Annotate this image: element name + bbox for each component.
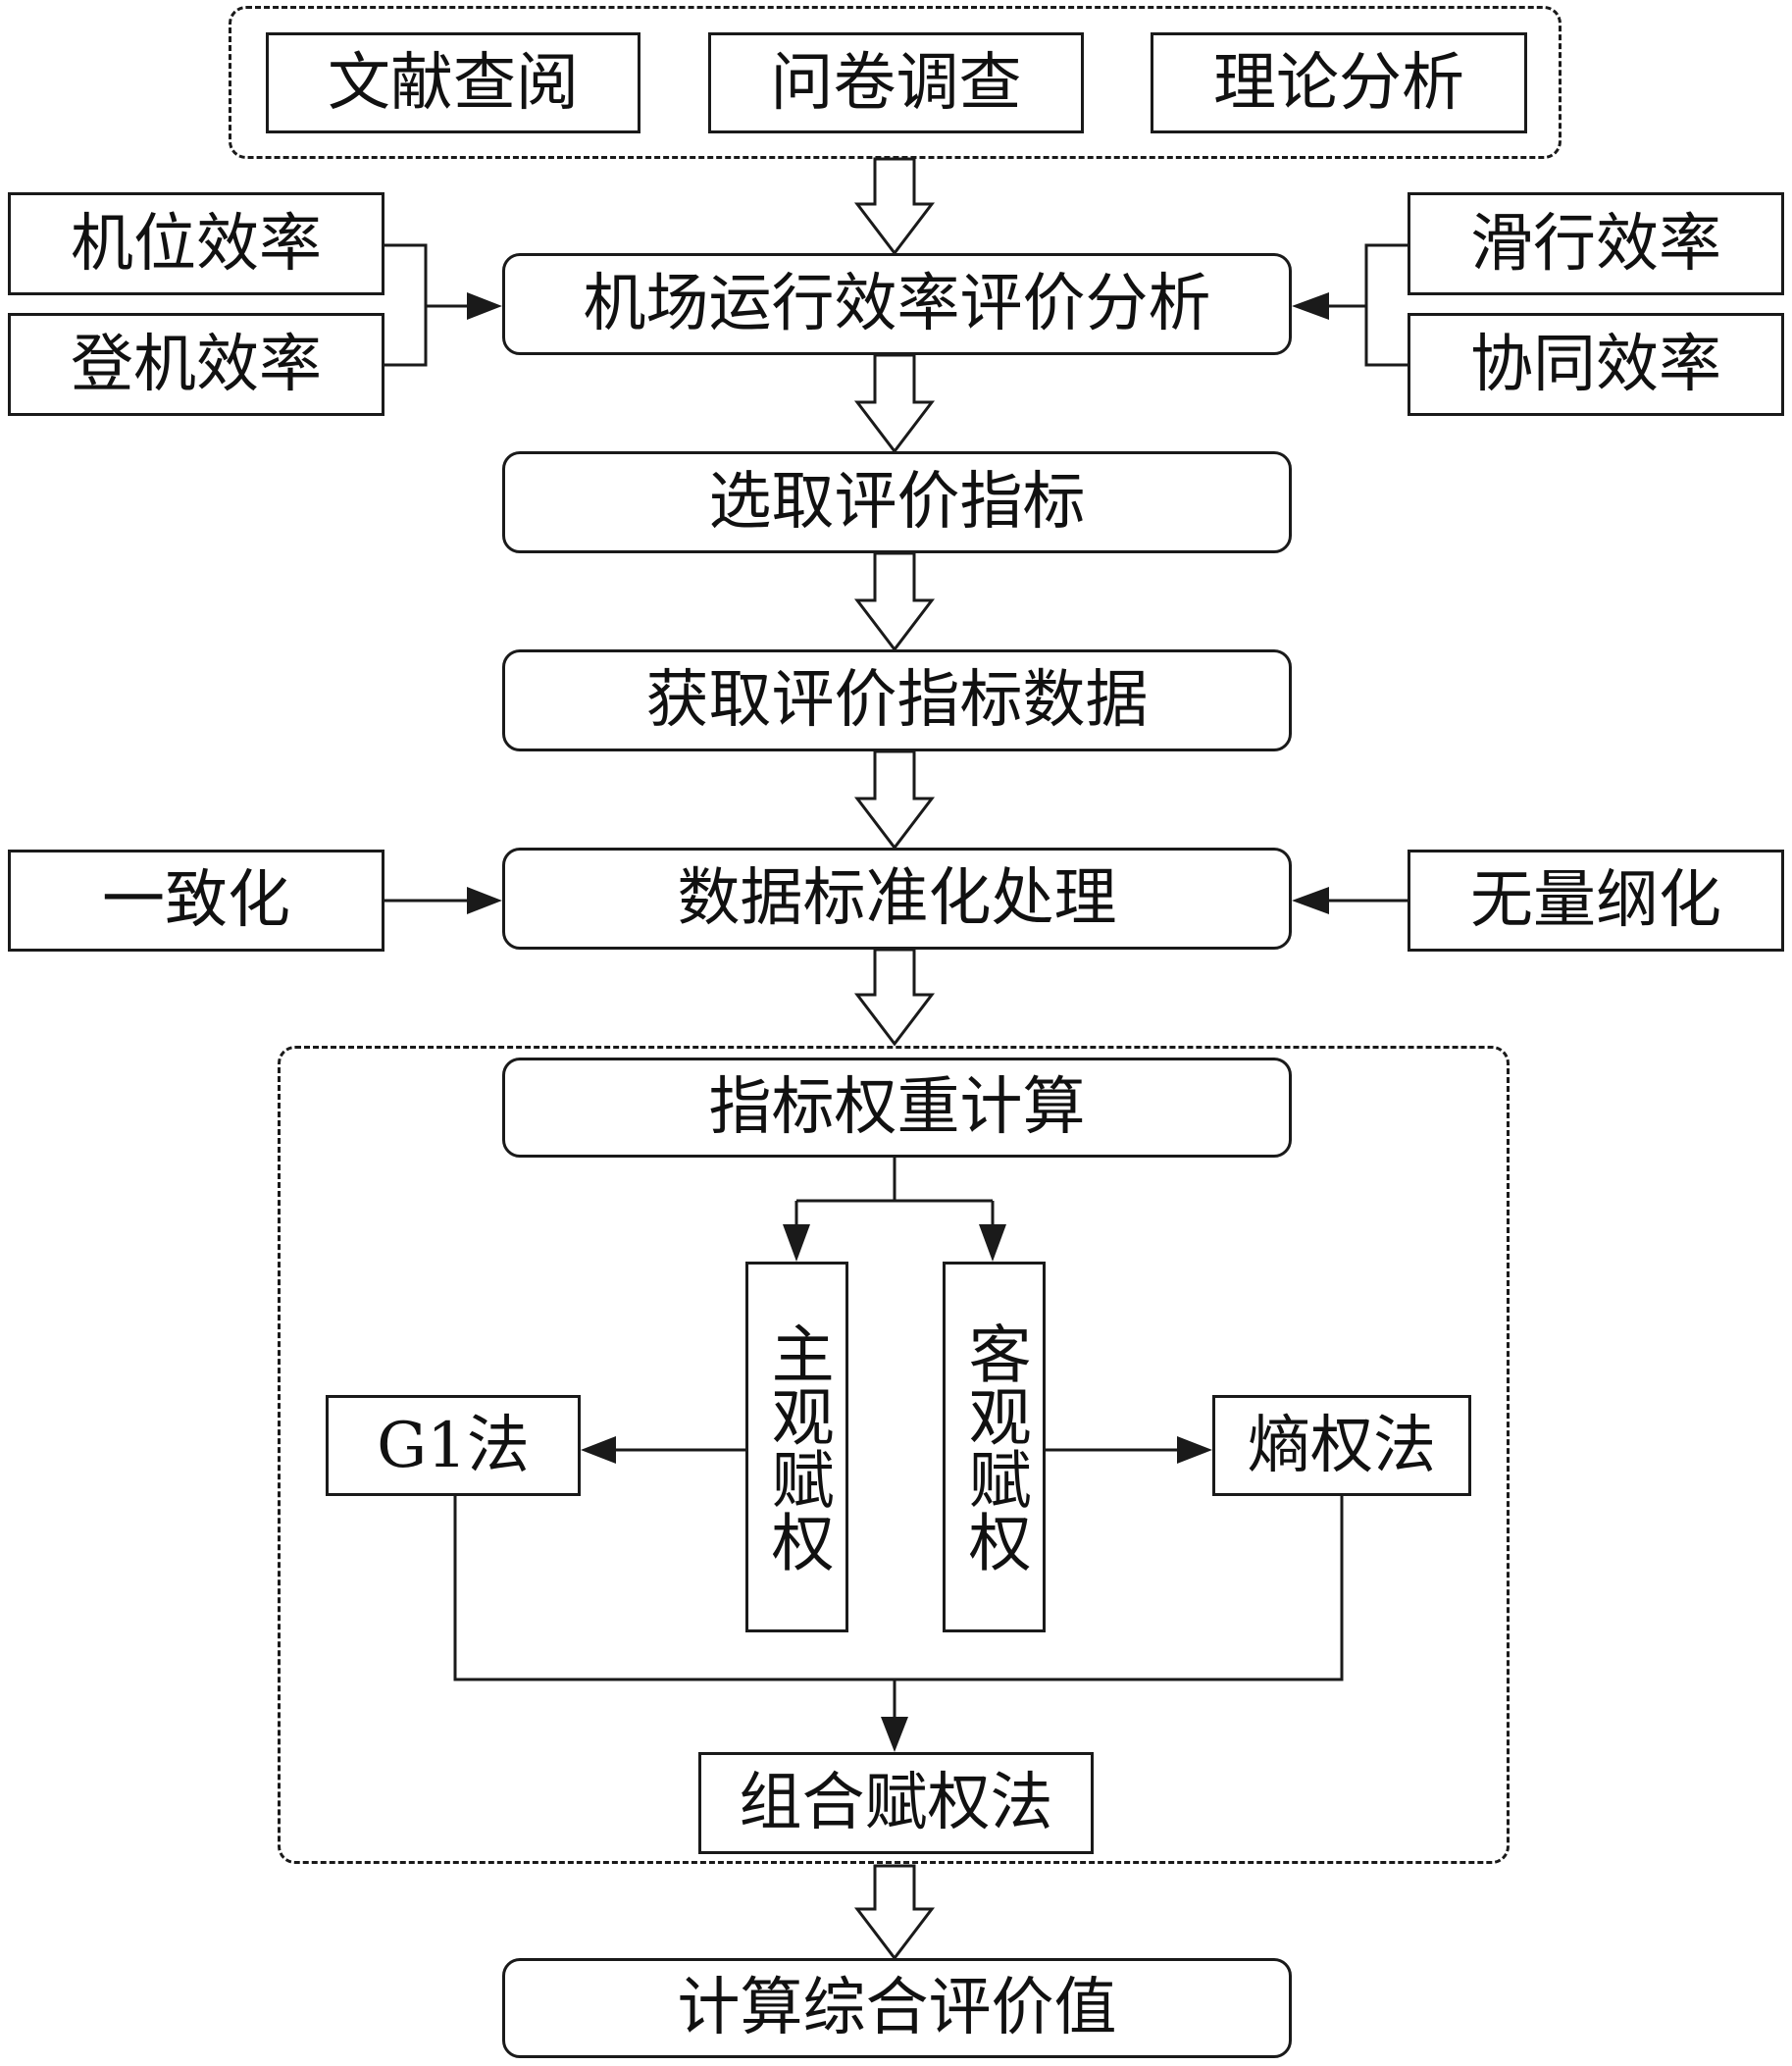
source-literature-review: 文献查阅 bbox=[266, 32, 640, 133]
step-standardize-data: 数据标准化处理 bbox=[502, 848, 1292, 950]
arrowhead-entropy bbox=[1177, 1436, 1212, 1464]
arrowhead-dimensionless bbox=[1292, 887, 1329, 914]
step-weight-calculation: 指标权重计算 bbox=[502, 1058, 1292, 1158]
arrowhead-combined bbox=[881, 1717, 908, 1752]
weighting-group bbox=[278, 1046, 1510, 1864]
factor-stand-efficiency: 机位效率 bbox=[8, 192, 384, 295]
input-consistency: 一致化 bbox=[8, 850, 384, 952]
step-efficiency-analysis: 机场运行效率评价分析 bbox=[502, 253, 1292, 355]
flow-arrow-select-to-acquire bbox=[853, 551, 936, 652]
factor-coordination-efficiency: 协同效率 bbox=[1408, 313, 1784, 416]
flow-arrow-standardize-to-weight bbox=[853, 948, 936, 1047]
flow-arrow-combined-to-final bbox=[853, 1864, 936, 1961]
flow-arrow-sources-to-analysis bbox=[853, 157, 936, 256]
input-dimensionless: 无量纲化 bbox=[1408, 850, 1784, 952]
flow-arrow-analysis-to-select bbox=[853, 353, 936, 454]
objective-weighting: 客观赋权 bbox=[943, 1262, 1046, 1632]
flow-arrow-acquire-to-standardize bbox=[853, 749, 936, 851]
arrowhead-g1 bbox=[581, 1436, 616, 1464]
arrowhead-objective bbox=[979, 1224, 1006, 1262]
factor-taxi-efficiency: 滑行效率 bbox=[1408, 192, 1784, 295]
arrowhead-left-factors bbox=[467, 292, 502, 320]
method-combined-weighting: 组合赋权法 bbox=[698, 1752, 1094, 1854]
step-acquire-data: 获取评价指标数据 bbox=[502, 649, 1292, 751]
arrowhead-right-factors bbox=[1292, 292, 1329, 320]
arrowhead-subjective bbox=[783, 1224, 810, 1262]
step-select-indicators: 选取评价指标 bbox=[502, 451, 1292, 553]
factor-boarding-efficiency: 登机效率 bbox=[8, 313, 384, 416]
subjective-weighting: 主观赋权 bbox=[745, 1262, 848, 1632]
source-questionnaire: 问卷调查 bbox=[708, 32, 1084, 133]
source-theoretical-analysis: 理论分析 bbox=[1151, 32, 1527, 133]
method-g1: G1法 bbox=[326, 1395, 581, 1496]
bracket-left-factors bbox=[384, 243, 428, 367]
bracket-right-factors bbox=[1364, 243, 1408, 367]
method-entropy-weight: 熵权法 bbox=[1212, 1395, 1471, 1496]
step-final-evaluation: 计算综合评价值 bbox=[502, 1958, 1292, 2058]
sources-group bbox=[229, 6, 1562, 159]
merge-lines bbox=[453, 1494, 1344, 1681]
arrowhead-consistency bbox=[467, 887, 502, 914]
